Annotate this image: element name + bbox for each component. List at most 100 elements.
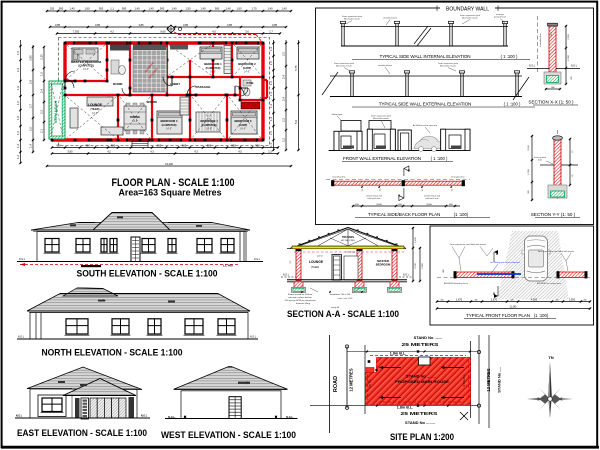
svg-text:4,2: 4,2	[107, 149, 111, 153]
svg-text:(CARPETED): (CARPETED)	[162, 124, 177, 127]
svg-text:WARDR.: WARDR.	[113, 83, 123, 86]
svg-text:filled with mastic: filled with mastic	[373, 117, 390, 120]
svg-text:1,4: 1,4	[29, 144, 33, 148]
svg-text:14'-0": 14'-0"	[206, 129, 212, 131]
svg-text:3,85: 3,85	[272, 23, 278, 27]
svg-text:VERANDAH: VERANDAH	[53, 101, 58, 124]
svg-text:1,40: 1,40	[134, 6, 140, 10]
svg-text:LOUNGE: LOUNGE	[309, 260, 324, 264]
svg-text:AT 760 CTRS: AT 760 CTRS	[341, 239, 355, 242]
svg-text:SECTION X-X (1: 50 ): SECTION X-X (1: 50 )	[528, 100, 574, 105]
svg-text:MASTER BEDROOM: MASTER BEDROOM	[71, 60, 102, 64]
svg-text:( 1 :100 ): ( 1 :100 )	[501, 54, 518, 59]
svg-text:hardcore filling: hardcore filling	[296, 302, 311, 305]
svg-text:1,5: 1,5	[40, 72, 44, 76]
svg-text:1,7: 1,7	[269, 29, 273, 33]
svg-text:14'-0": 14'-0"	[166, 129, 172, 131]
svg-text:boundary line: boundary line	[539, 33, 542, 47]
svg-text:2mm expansion joint: 2mm expansion joint	[342, 15, 362, 18]
svg-text:900: 900	[207, 143, 212, 147]
svg-text:X: X	[493, 292, 496, 296]
svg-text:1,4: 1,4	[16, 144, 20, 148]
svg-text:900: 900	[255, 143, 260, 147]
svg-text:150mm block wall: 150mm block wall	[366, 196, 382, 198]
svg-text:N.G.L: N.G.L	[254, 258, 261, 261]
svg-text:150: 150	[50, 6, 55, 10]
svg-text:3,500: 3,500	[426, 204, 432, 206]
svg-text:400: 400	[583, 299, 586, 301]
svg-text:1,9: 1,9	[16, 86, 20, 90]
svg-text:N.G.L: N.G.L	[529, 65, 536, 68]
svg-text:14'-0": 14'-0"	[132, 121, 138, 123]
svg-text:2mm expansion joint: 2mm expansion joint	[438, 62, 458, 65]
svg-text:( 1 :100 ): ( 1 :100 )	[504, 102, 521, 107]
svg-text:sliding gate: sliding gate	[331, 113, 343, 116]
svg-text:SECTION Y-Y (1: 50 ): SECTION Y-Y (1: 50 )	[531, 212, 576, 217]
svg-text:N.G.L: N.G.L	[250, 336, 257, 339]
svg-text:N.G.L: N.G.L	[16, 415, 23, 418]
svg-text:1,2: 1,2	[16, 155, 20, 159]
svg-text:(TILED): (TILED)	[311, 266, 320, 269]
svg-text:1,40: 1,40	[148, 6, 154, 10]
svg-text:1,3: 1,3	[572, 150, 574, 154]
svg-text:1,40: 1,40	[171, 6, 177, 10]
svg-text:400: 400	[440, 299, 443, 301]
svg-text:P.T.B: P.T.B	[247, 81, 255, 85]
svg-text:1,4: 1,4	[269, 47, 273, 51]
svg-text:4,3: 4,3	[194, 149, 198, 153]
svg-text:2,7: 2,7	[29, 104, 33, 108]
svg-text:3,85: 3,85	[55, 23, 61, 27]
svg-text:N.G.L: N.G.L	[403, 274, 410, 277]
svg-text:filled with mastic: filled with mastic	[336, 65, 353, 68]
svg-text:SOUTH ELEVATION - SCALE 1:100: SOUTH ELEVATION - SCALE 1:100	[77, 269, 218, 280]
svg-text:2,950: 2,950	[422, 262, 424, 268]
svg-text:800: 800	[551, 87, 555, 89]
svg-text:level: level	[538, 160, 543, 162]
svg-text:cavity fill: cavity fill	[331, 306, 340, 309]
svg-text:TYPICAL SIDE/BACK FLOOR PLAN: TYPICAL SIDE/BACK FLOOR PLAN	[368, 212, 440, 217]
svg-text:3,85: 3,85	[183, 23, 189, 27]
svg-text:1,100: 1,100	[415, 236, 417, 242]
svg-text:N.G.L.: N.G.L.	[168, 415, 176, 419]
svg-text:N.G.L: N.G.L	[571, 65, 578, 68]
svg-text:1.8m B.L.: 1.8m B.L.	[397, 406, 413, 410]
svg-text:2,4: 2,4	[16, 68, 20, 72]
svg-text:FLOOR PLAN - SCALE 1:100: FLOOR PLAN - SCALE 1:100	[112, 177, 235, 189]
svg-text:600: 600	[571, 75, 573, 79]
svg-text:2,85: 2,85	[29, 55, 33, 61]
svg-text:1,2: 1,2	[572, 174, 574, 178]
svg-text:TYPICAL SIDE WALL EXTERNAL ELE: TYPICAL SIDE WALL EXTERNAL ELEVATION	[379, 102, 472, 107]
svg-text:150mm block wall: 150mm block wall	[424, 196, 440, 198]
svg-text:ADDRESS to canopy fence: ADDRESS to canopy fence	[537, 282, 562, 285]
svg-text:average: average	[496, 13, 505, 16]
svg-text:2,4: 2,4	[282, 75, 286, 79]
svg-text:filled with mastic: filled with mastic	[344, 18, 361, 21]
svg-text:50mm screed on 100mm: 50mm screed on 100mm	[288, 293, 312, 296]
svg-text:3,85: 3,85	[138, 23, 144, 27]
svg-text:3,80: 3,80	[67, 149, 73, 153]
svg-text:2mm expansion joint filled wit: 2mm expansion joint filled with mastic	[450, 243, 488, 246]
svg-text:smooth plaster: smooth plaster	[378, 64, 393, 67]
svg-text:BEDROOM 1: BEDROOM 1	[204, 62, 222, 66]
svg-text:EAST ELEVATION - SCALE 1:100: EAST ELEVATION - SCALE 1:100	[17, 428, 147, 439]
svg-text:N.G.L.: N.G.L.	[286, 415, 294, 419]
svg-text:TYPICAL FRONT FLOOR PLAN: TYPICAL FRONT FLOOR PLAN	[466, 313, 530, 318]
svg-text:1,8: 1,8	[16, 116, 20, 120]
svg-text:3,1: 3,1	[422, 189, 424, 192]
svg-text:2m B.L.: 2m B.L.	[368, 378, 372, 388]
svg-text:2,2: 2,2	[282, 118, 286, 122]
svg-text:2,35: 2,35	[40, 54, 44, 60]
svg-text:1,4: 1,4	[269, 117, 273, 121]
svg-text:3,6: 3,6	[245, 29, 249, 33]
svg-text:boundary line: boundary line	[332, 176, 346, 179]
svg-text:1,5: 1,5	[16, 51, 20, 55]
svg-text:400: 400	[443, 269, 445, 272]
svg-text:5,9: 5,9	[294, 120, 298, 124]
svg-text:2,100: 2,100	[568, 33, 570, 39]
svg-text:filled with mastic: filled with mastic	[462, 17, 479, 20]
svg-text:2mm expansion joint: 2mm expansion joint	[371, 115, 391, 118]
svg-text:3,1: 3,1	[452, 189, 454, 192]
svg-text:brandering: brandering	[345, 252, 355, 254]
svg-text:1,40: 1,40	[225, 6, 231, 10]
svg-text:900: 900	[182, 143, 187, 147]
